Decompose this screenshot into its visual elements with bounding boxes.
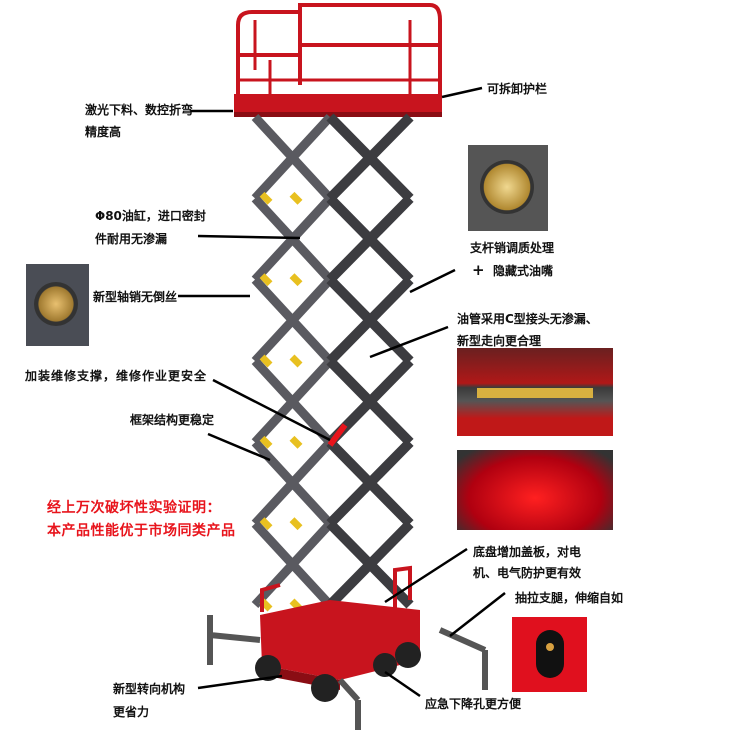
scissor-arm: [326, 520, 414, 609]
label-chassis-cover-1: 底盘增加盖板，对电: [473, 545, 582, 559]
pin-cap: [259, 354, 273, 368]
label-axle-pin: 新型轴销无倒丝: [93, 290, 178, 304]
label-oil-pipe-1: 油管采用C型接头无渗漏、: [457, 312, 598, 326]
scissor-arm: [326, 194, 414, 284]
scissor-arm-back: [251, 357, 334, 446]
pin-cap: [289, 517, 303, 531]
label-steering-2: 更省力: [113, 705, 150, 719]
scissor-arm-back: [251, 276, 334, 365]
chassis: [207, 565, 488, 730]
oil-pipe-photo: [457, 348, 613, 436]
scissor-arm: [326, 276, 414, 365]
pin-cap: [259, 273, 273, 287]
label-pin-treatment-1: 支杆销调质处理: [470, 241, 555, 255]
label-removable-guardrail: 可拆卸护栏: [487, 82, 548, 96]
emergency-hole-photo: [512, 617, 587, 692]
pin-cap: [289, 354, 303, 368]
label-frame-structure: 框架结构更稳定: [130, 413, 215, 427]
claim-line-1: 经上万次破坏性实验证明：: [47, 500, 221, 516]
leader-lines: [178, 86, 506, 698]
label-steering-1: 新型转向机构: [113, 682, 186, 696]
chassis-cover-photo: [457, 450, 613, 530]
label-laser-cutting-2: 精度高: [85, 125, 122, 139]
scissor-arm: [326, 113, 414, 202]
scissor-arm-back: [251, 439, 334, 527]
axle-pin-photo: [26, 264, 89, 346]
label-chassis-cover-2: 机、电气防护更有效: [473, 566, 582, 580]
pin-cap: [289, 273, 303, 287]
scissor-arm: [326, 438, 414, 528]
scissor-arm-back: [251, 113, 334, 202]
pin-cap: [289, 435, 303, 449]
label-cylinder-2: 件耐用无渗漏: [95, 232, 168, 246]
platform-deck: [234, 94, 442, 114]
scissor-arm-back: [251, 520, 334, 609]
label-outrigger: 抽拉支腿，伸缩自如: [515, 591, 624, 605]
scissor-arms: [251, 113, 414, 612]
pin-cap: [289, 191, 303, 205]
pin-cap: [259, 435, 273, 449]
guardrail: [236, 2, 442, 95]
label-laser-cutting-1: 激光下料、数控折弯: [85, 103, 194, 117]
pin-cap: [259, 517, 273, 531]
label-cylinder-1: Φ80油缸，进口密封: [95, 209, 206, 223]
label-pin-treatment-2: 隐藏式油嘴: [493, 264, 554, 278]
pin-cap: [259, 191, 273, 205]
label-oil-pipe-2: 新型走向更合理: [457, 334, 542, 348]
label-pin-treatment-plus: +: [472, 261, 485, 279]
pin-photo: [468, 145, 548, 231]
label-emergency-descent: 应急下降孔更方便: [425, 697, 522, 711]
claim-line-2: 本产品性能优于市场同类产品: [47, 523, 236, 539]
label-maintenance-support: 加装维修支撑，维修作业更安全: [25, 369, 208, 383]
